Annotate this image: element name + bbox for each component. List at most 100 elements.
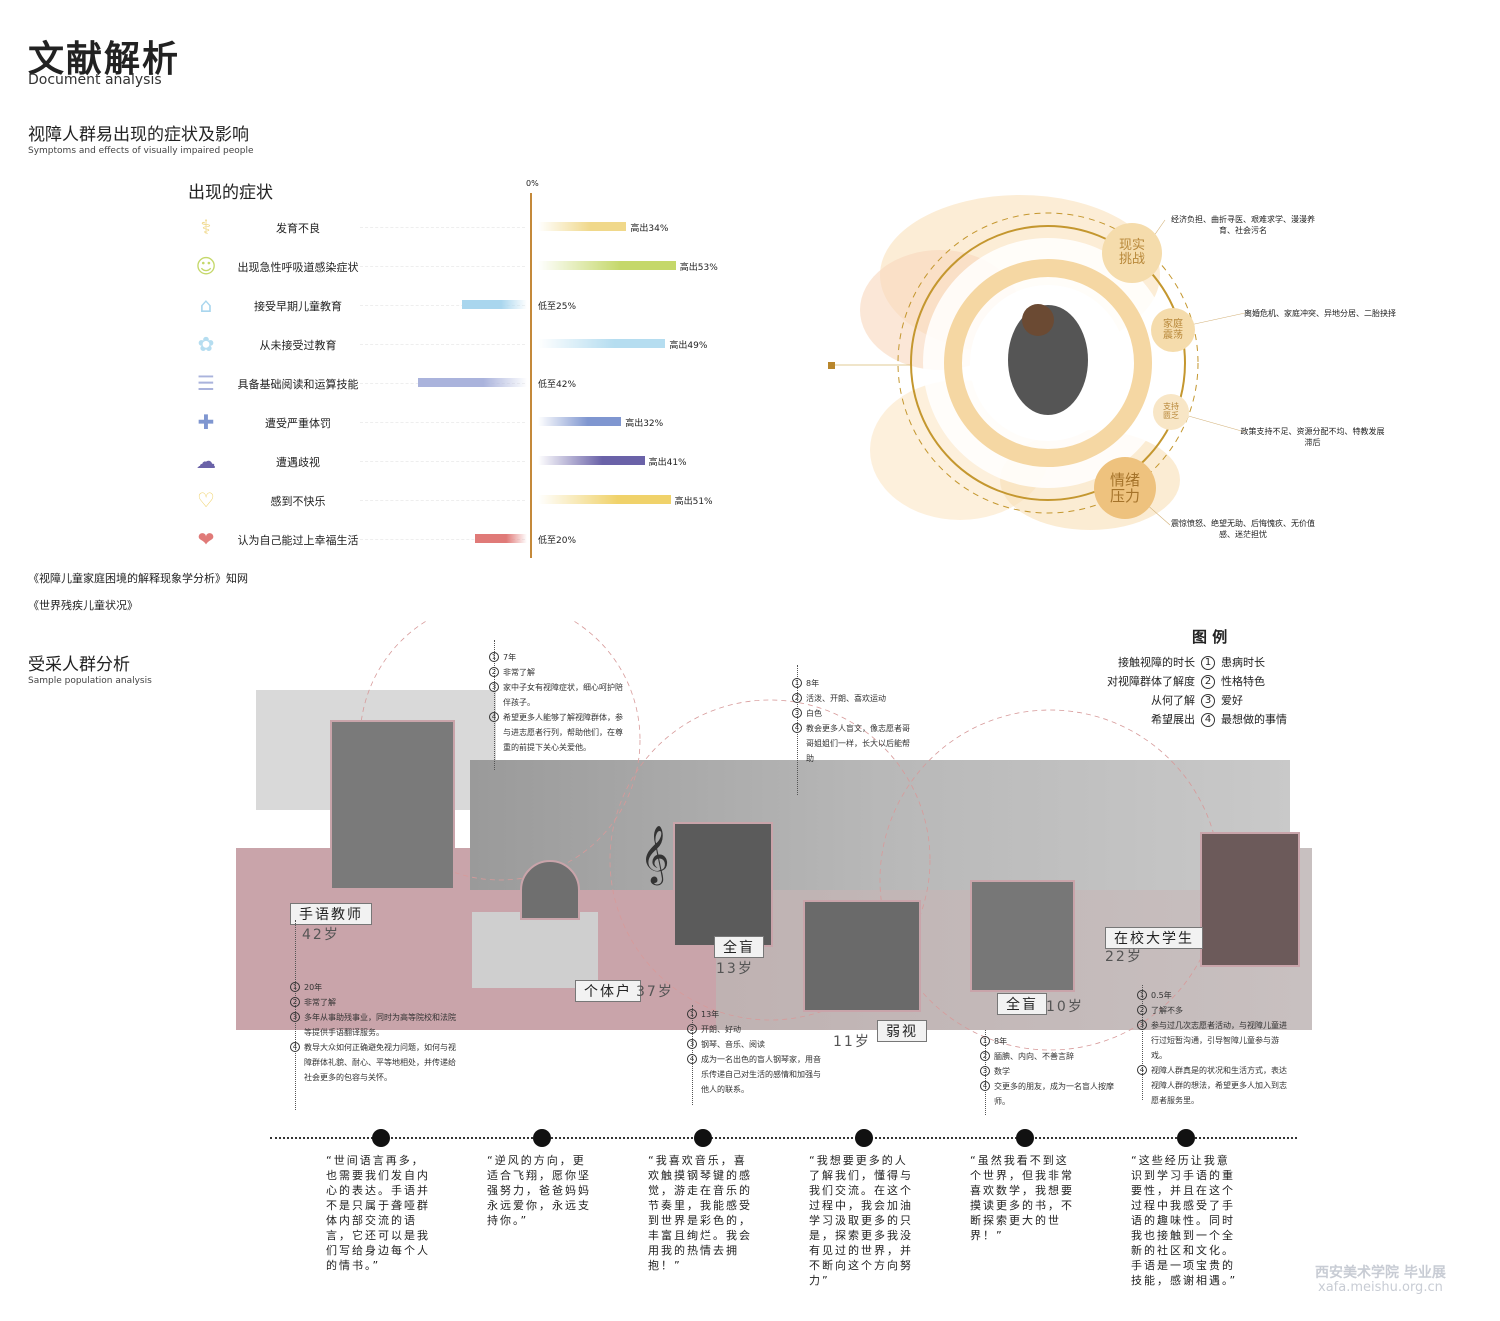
timeline-dot <box>533 1129 551 1147</box>
item-text: 参与过几次志愿者活动，与视障儿童进行过短暂沟通，引导智障儿童参与游戏。 <box>1151 1021 1287 1060</box>
bar <box>538 456 645 465</box>
persona-tag: 弱视 <box>877 1020 927 1042</box>
item-number: 4 <box>980 1081 990 1091</box>
timeline-dot <box>372 1129 390 1147</box>
node-emotional-stress: 情绪 压力 <box>1094 457 1156 519</box>
item-number: 3 <box>1137 1020 1147 1030</box>
node-desc-1: 经济负担、曲折寻医、艰难求学、漫漫养育、社会污名 <box>1171 215 1315 235</box>
source-2: 《世界残疾儿童状况》 <box>28 599 138 612</box>
node-support-lack: 支持 匮乏 <box>1153 394 1189 430</box>
legend-left: 接触视障的时长 <box>1118 656 1195 669</box>
bar-value: 高出34% <box>630 224 669 234</box>
page-subtitle: Document analysis <box>28 72 162 88</box>
persona-tag: 在校大学生 <box>1105 927 1203 949</box>
item-text: 教会更多人盲文，像志愿者哥哥姐姐们一样，长大以后能帮助 <box>806 724 910 763</box>
axis-zero-label: 0% <box>526 179 539 188</box>
persona-quote: “这些经历让我意识到学习手语的重要性，并且在这个过程中我感受了手语的趣味性。同时… <box>1131 1154 1238 1287</box>
music-note-icon: 𝄞 <box>640 825 670 883</box>
item-text: 多年从事助残事业，同时为高等院校和法院等提供手语翻译服务。 <box>304 1013 456 1037</box>
bar <box>538 417 622 426</box>
item-text: 活泼、开朗、喜欢运动 <box>806 694 886 703</box>
symptom-label: 接受早期儿童教育 <box>254 300 342 313</box>
sample-subtitle: Sample population analysis <box>28 676 152 686</box>
item-text: 13年 <box>701 1010 720 1019</box>
bar-value: 高出51% <box>674 497 713 507</box>
bar-value: 低至25% <box>538 302 577 312</box>
row-guide <box>360 344 525 345</box>
legend-number: 2 <box>1201 675 1215 689</box>
legend-left: 希望展出 <box>1151 713 1195 726</box>
bar <box>538 339 666 348</box>
timeline-dot <box>1016 1129 1034 1147</box>
item-text: 钢琴、音乐、阅读 <box>701 1040 765 1049</box>
persona-item: 3 数学 <box>980 1064 1120 1079</box>
symptoms-subtitle: Symptoms and effects of visually impaire… <box>28 146 254 156</box>
persona-quote: “逆风的方向，更适合飞翔，愿你坚强努力，爸爸妈妈永远爱你，永远支持你。” <box>487 1154 591 1227</box>
graduate-photo <box>1200 832 1300 967</box>
item-text: 交更多的朋友，成为一名盲人按摩师。 <box>994 1082 1114 1106</box>
persona-leader-line <box>494 640 495 770</box>
chart-axis <box>530 193 532 558</box>
bar <box>538 261 676 270</box>
bar-value: 低至20% <box>538 536 577 546</box>
persona-age: 13岁 <box>716 961 754 977</box>
persona-age: 11岁 <box>833 1034 871 1050</box>
item-number: 1 <box>489 652 499 662</box>
symptom-label: 感到不快乐 <box>270 495 326 508</box>
crowd-photo <box>470 760 1290 890</box>
item-text: 数学 <box>994 1067 1010 1076</box>
bar-value: 高出41% <box>648 458 687 468</box>
item-number: 1 <box>1137 990 1147 1000</box>
item-text: 0.5年 <box>1151 991 1172 1000</box>
bar-value: 高出53% <box>679 263 718 273</box>
item-number: 1 <box>290 982 300 992</box>
persona-item: 4 交更多的朋友，成为一名盲人按摩师。 <box>980 1079 1120 1109</box>
item-number: 2 <box>290 997 300 1007</box>
chart-title: 出现的症状 <box>188 183 273 203</box>
node-desc-4: 震惊愤怒、绝望无助、后悔愧疚、无价值感、迷茫担忧 <box>1171 519 1315 539</box>
item-text: 非常了解 <box>304 998 336 1007</box>
persona-age: 10岁 <box>1046 999 1084 1015</box>
item-text: 20年 <box>304 983 323 992</box>
item-number: 3 <box>980 1066 990 1076</box>
symptom-label: 发育不良 <box>276 222 320 235</box>
child-photo <box>1008 304 1088 415</box>
bar-value: 低至42% <box>538 380 577 390</box>
item-number: 1 <box>792 678 802 688</box>
shopkeeper-photo <box>520 860 580 920</box>
symptoms-title: 视障人群易出现的症状及影响 <box>28 125 249 145</box>
row-guide <box>360 227 525 228</box>
item-text: 非常了解 <box>503 668 535 677</box>
impact-diagram <box>828 195 1246 530</box>
row-guide <box>360 539 525 540</box>
notepad-icon: ☰ <box>197 371 215 395</box>
teacher-photo <box>330 720 455 890</box>
legend-right: 性格特色 <box>1221 675 1265 688</box>
broken-heart-icon: ♡ <box>197 488 215 512</box>
node-desc-2: 离婚危机、家庭冲突、异地分居、二胎抉择 <box>1244 309 1396 318</box>
bar <box>462 300 527 309</box>
persona-quote: “世间语言再多，也需要我们发自内心的表达。手语并不是只属于聋哑群体内部交流的语言… <box>326 1154 430 1272</box>
item-number: 4 <box>687 1054 697 1064</box>
timeline-dot <box>694 1129 712 1147</box>
symptom-label: 从未接受过教育 <box>259 339 337 352</box>
bar <box>538 495 671 504</box>
bandage-icon: ✚ <box>197 410 215 434</box>
row-guide <box>360 266 525 267</box>
item-number: 2 <box>1137 1005 1147 1015</box>
